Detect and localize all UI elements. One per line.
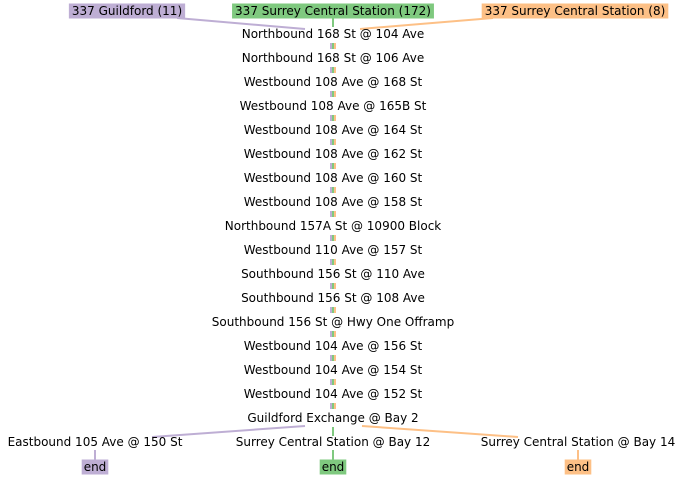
stop-label: Westbound 108 Ave @ 158 St: [244, 195, 423, 209]
end-node-box: [319, 459, 347, 475]
stop-label: Westbound 108 Ave @ 164 St: [244, 123, 423, 137]
route-header-box: [68, 3, 186, 19]
stop-label: Westbound 110 Ave @ 157 St: [244, 243, 423, 257]
route-header: 337 Surrey Central Station (8): [481, 3, 669, 19]
route-header-box: [481, 3, 669, 19]
end-node-box: [81, 459, 109, 475]
stop-label: Northbound 168 St @ 106 Ave: [242, 51, 425, 65]
end-node-label: end: [567, 460, 590, 474]
route-edge: [176, 17, 306, 30]
stop-label: Southbound 156 St @ Hwy One Offramp: [212, 315, 454, 329]
end-node-box: [564, 459, 592, 475]
stop-label: Southbound 156 St @ 108 Ave: [241, 291, 425, 305]
stop-label: Westbound 104 Ave @ 152 St: [244, 387, 423, 401]
stop-label: Westbound 108 Ave @ 165B St: [240, 99, 427, 113]
route-edge: [151, 425, 306, 438]
route-header-label: 337 Surrey Central Station (8): [485, 4, 666, 18]
end-node-label: end: [84, 460, 107, 474]
end-node: end: [81, 459, 109, 475]
route-header-label: 337 Surrey Central Station (172): [235, 4, 431, 18]
terminal-stop-label: Surrey Central Station @ Bay 14: [481, 435, 675, 449]
stop-label: Westbound 104 Ave @ 154 St: [244, 363, 423, 377]
terminal-stop-label: Eastbound 105 Ave @ 150 St: [8, 435, 183, 449]
terminal-stop-label: Surrey Central Station @ Bay 12: [236, 435, 430, 449]
route-nodes: 337 Guildford (11) 337 Surrey Central Sta…: [8, 3, 675, 475]
stop-label: Westbound 108 Ave @ 160 St: [244, 171, 423, 185]
route-header: 337 Guildford (11): [68, 3, 186, 19]
stop-label: Northbound 168 St @ 104 Ave: [242, 27, 425, 41]
stop-label: Westbound 108 Ave @ 162 St: [244, 147, 423, 161]
end-node: end: [319, 459, 347, 475]
route-edge: [359, 17, 494, 30]
route-edge: [361, 425, 519, 438]
stop-label: Northbound 157A St @ 10900 Block: [225, 219, 442, 233]
route-edges: [94, 17, 579, 460]
route-header: 337 Surrey Central Station (172): [232, 3, 434, 19]
end-node-label: end: [322, 460, 345, 474]
stop-label: Westbound 104 Ave @ 156 St: [244, 339, 423, 353]
stop-label: Westbound 108 Ave @ 168 St: [244, 75, 423, 89]
stop-label: Guildford Exchange @ Bay 2: [247, 411, 418, 425]
route-header-box: [232, 3, 434, 19]
end-node: end: [564, 459, 592, 475]
stop-label: Southbound 156 St @ 110 Ave: [241, 267, 425, 281]
route-header-label: 337 Guildford (11): [72, 4, 182, 18]
